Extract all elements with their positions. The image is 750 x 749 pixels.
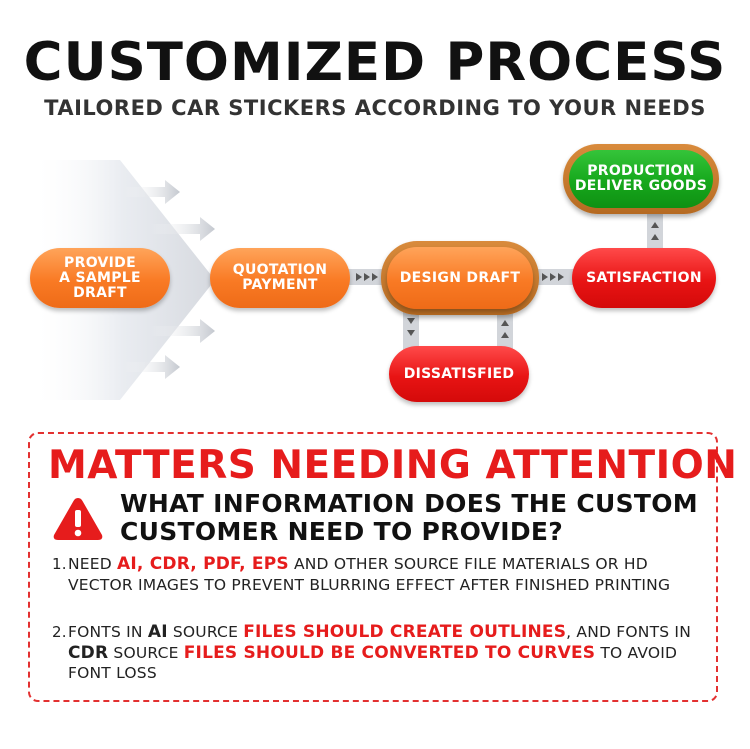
step-label: DISSATISFIED <box>403 365 515 382</box>
step-design-draft: DESIGN DRAFT <box>387 247 533 309</box>
note-text: , AND FONTS IN <box>566 623 691 641</box>
note-item-2: 2. FONTS IN AI SOURCE FILES SHOULD CREAT… <box>52 622 712 684</box>
step-satisfaction: SATISFACTION <box>572 248 716 308</box>
note-text: SOURCE <box>167 623 244 641</box>
note-number: 2. <box>52 623 67 641</box>
page-subtitle: TAILORED CAR STICKERS ACCORDING TO YOUR … <box>44 96 706 120</box>
step-dissatisfied: DISSATISFIED <box>389 346 529 402</box>
step-label-line: PRODUCTION <box>587 163 695 179</box>
step-label-line: A SAMPLE <box>59 269 141 286</box>
note-item-1: 1. NEED AI, CDR, PDF, EPS AND OTHER SOUR… <box>52 554 712 595</box>
connector-arrow-marks <box>356 222 659 338</box>
note-text: TO AVOID FONT LOSS <box>68 643 678 683</box>
cdr-bold: CDR <box>68 642 109 663</box>
outlines-highlight: FILES SHOULD CREATE OUTLINES <box>243 622 567 642</box>
step-quotation-payment: QUOTATION PAYMENT <box>210 248 350 308</box>
step-label: DESIGN DRAFT <box>399 269 521 286</box>
note-text: AND OTHER SOURCE FILE MATERIALS OR HD VE… <box>68 555 674 594</box>
file-formats-highlight: AI, CDR, PDF, EPS <box>117 554 289 574</box>
step-provide-sample-draft: PROVIDE A SAMPLE DRAFT <box>30 248 170 308</box>
speed-arrows-decoration <box>125 180 215 379</box>
note-text: FONTS IN <box>68 623 148 641</box>
step-label-line: PAYMENT <box>242 277 318 293</box>
step-label-line: QUOTATION <box>232 262 328 278</box>
page-title: CUSTOMIZED PROCESS <box>23 32 727 93</box>
note-text: NEED <box>68 555 118 573</box>
note-text: SOURCE <box>108 643 184 662</box>
attention-question: WHAT INFORMATION DOES THE CUSTOM CUSTOME… <box>120 489 698 546</box>
ai-bold: AI <box>147 622 168 642</box>
step-label-line: DRAFT <box>73 284 127 301</box>
curves-highlight: FILES SHOULD BE CONVERTED TO CURVES <box>183 642 596 663</box>
step-label: SATISFACTION <box>586 269 702 286</box>
attention-title: MATTERS NEEDING ATTENTION <box>48 443 738 488</box>
step-label-line: PROVIDE <box>64 254 136 271</box>
step-production-deliver-goods: PRODUCTION DELIVER GOODS <box>569 150 713 208</box>
warning-triangle-icon <box>53 498 103 540</box>
step-label-line: DELIVER GOODS <box>574 178 708 194</box>
attention-box <box>28 432 718 702</box>
note-number: 1. <box>52 555 67 573</box>
